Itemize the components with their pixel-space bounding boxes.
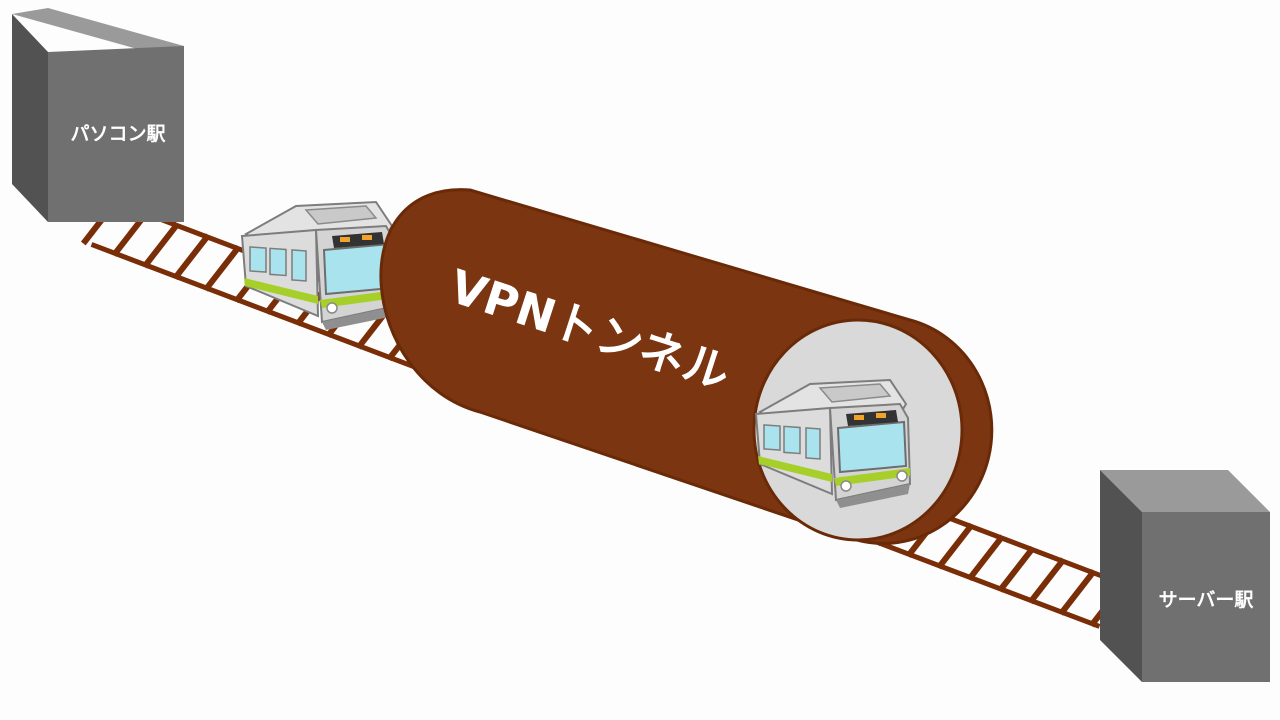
station-box-icon	[12, 8, 184, 222]
track-tie	[1058, 569, 1097, 616]
station-right: サーバー駅	[1100, 470, 1270, 682]
track-tie	[203, 244, 242, 292]
station-box-icon	[1100, 470, 1270, 682]
track-tie	[172, 233, 211, 281]
station-left-label: パソコン駅	[70, 123, 166, 145]
track-tie	[997, 545, 1036, 593]
track-tie	[142, 221, 181, 269]
station-right-label: サーバー駅	[1159, 589, 1255, 611]
station-left: パソコン駅	[12, 8, 184, 222]
track-tie	[966, 534, 1005, 582]
track-tie	[1027, 557, 1066, 605]
track-tie	[936, 522, 975, 570]
